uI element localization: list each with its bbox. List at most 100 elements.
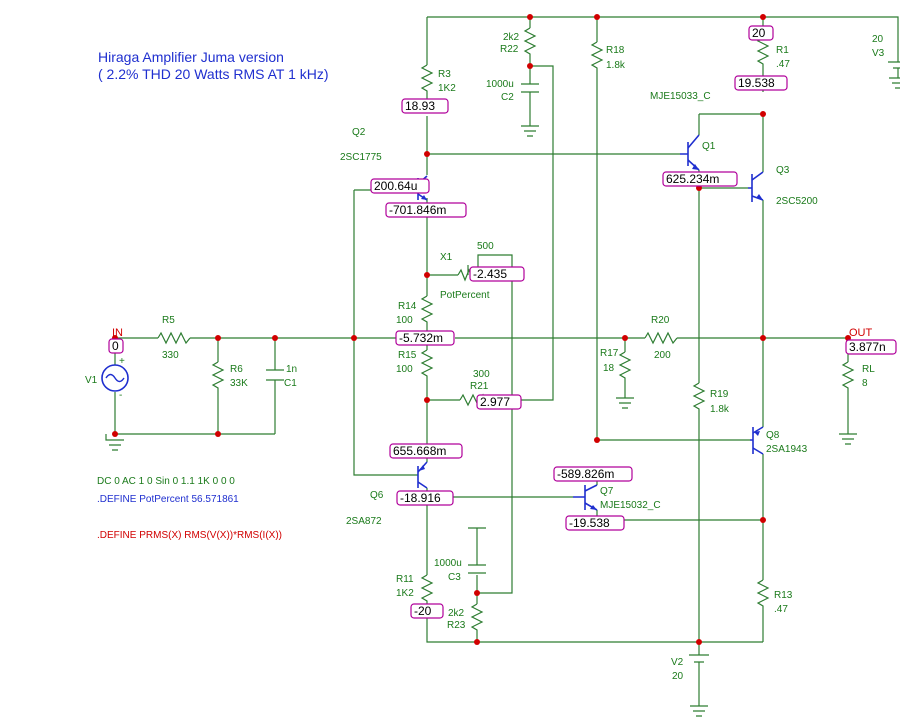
resistor-r22	[523, 27, 537, 60]
v1-source-spec: DC 0 AC 1 0 Sin 0 1.1 1K 0 0 0	[97, 476, 235, 487]
probe-q2-base: 200.64u	[374, 179, 417, 193]
resistor-rl	[841, 361, 855, 392]
rl-value: 8	[862, 378, 868, 389]
rl-ref: RL	[862, 364, 875, 375]
transistor-q6	[417, 461, 428, 489]
probe-v20: 20	[752, 26, 766, 40]
r22-value: 2k2	[503, 32, 520, 43]
v2-value: 20	[672, 671, 684, 682]
resistor-r11	[420, 574, 434, 605]
q6-model: 2SA872	[346, 516, 382, 527]
probe-q7-emitter: -19.538	[569, 516, 610, 530]
r13-ref: R13	[774, 590, 793, 601]
battery-v3	[888, 40, 900, 78]
resistor-r17	[618, 351, 632, 380]
v3-ref: V3	[872, 48, 885, 59]
r11-value: 1K2	[396, 588, 414, 599]
c3-value: 1000u	[434, 558, 462, 569]
r5-value: 330	[162, 350, 179, 361]
c3-ref: C3	[448, 572, 461, 583]
probe-r21: 2.977	[480, 395, 510, 409]
q7-model: MJE15032_C	[600, 500, 661, 511]
r3-ref: R3	[438, 69, 451, 80]
probe-mid: -5.732m	[399, 331, 443, 345]
voltage-probes: 0 20 18.93 19.538 200.64u -701.846m 625.…	[108, 25, 897, 619]
q3-model: 2SC5200	[776, 196, 818, 207]
q2-model: 2SC1775	[340, 152, 382, 163]
c2-ref: C2	[501, 92, 514, 103]
battery-v2	[689, 654, 709, 672]
c2-value: 1000u	[486, 79, 514, 90]
q8-ref: Q8	[766, 430, 780, 441]
probe-pot: -2.435	[473, 267, 507, 281]
probe-q1-base: 625.234m	[666, 172, 719, 186]
q1-model: MJE15033_C	[650, 91, 711, 102]
r19-value: 1.8k	[710, 404, 730, 415]
r15-value: 100	[396, 364, 413, 375]
r20-value: 200	[654, 350, 671, 361]
r21-value: 300	[473, 369, 490, 380]
component-labels: R3 1K2 2k2 R22 1000u C2 R18 1.8k R1 .47 …	[85, 32, 885, 682]
r15-ref: R15	[398, 350, 417, 361]
r17-ref: R17	[600, 348, 619, 359]
ground-symbols	[105, 77, 900, 717]
x1-ref: X1	[440, 252, 453, 263]
r5-ref: R5	[162, 315, 175, 326]
x1-param: PotPercent	[440, 290, 490, 301]
resistors	[157, 27, 855, 632]
probe-q7-base: -589.826m	[557, 467, 614, 481]
v2-ref: V2	[671, 657, 684, 668]
probe-neg20: -20	[414, 604, 432, 618]
q1-ref: Q1	[702, 141, 716, 152]
r13-value: .47	[774, 604, 788, 615]
r21-ref: R21	[470, 381, 489, 392]
define-potpercent: .DEFINE PotPercent 56.571861	[97, 494, 239, 505]
net-label-out: OUT	[849, 327, 873, 339]
q7-ref: Q7	[600, 486, 614, 497]
wires	[114, 16, 899, 706]
x1-value: 500	[477, 241, 494, 252]
r22-ref: R22	[500, 44, 519, 55]
q3-ref: Q3	[776, 165, 790, 176]
probe-in: 0	[112, 339, 119, 353]
r6-value: 33K	[230, 378, 248, 389]
signal-source-v1: + -	[101, 356, 129, 401]
v3-value: 20	[872, 34, 884, 45]
resistor-r23	[470, 603, 484, 632]
probe-q6-collector: -18.916	[400, 491, 441, 505]
r18-value: 1.8k	[606, 60, 626, 71]
q6-ref: Q6	[370, 490, 384, 501]
r1-value: .47	[776, 59, 790, 70]
v1-ref: V1	[85, 375, 98, 386]
resistor-r6	[211, 361, 225, 396]
capacitors	[266, 83, 539, 574]
probe-q2-emitter: -701.846m	[389, 203, 446, 217]
define-prms: .DEFINE PRMS(X) RMS(V(X))*RMS(I(X))	[97, 530, 282, 541]
r20-ref: R20	[651, 315, 670, 326]
probe-out: 3.877n	[849, 340, 886, 354]
q8-model: 2SA1943	[766, 444, 808, 455]
transistor-q1	[680, 134, 700, 171]
resistor-r18	[590, 41, 604, 74]
r14-ref: R14	[398, 301, 417, 312]
r6-ref: R6	[230, 364, 243, 375]
resistor-r5	[157, 331, 191, 345]
svg-text:-: -	[119, 390, 122, 401]
capacitor-c2	[521, 83, 539, 100]
svg-text:+: +	[119, 356, 125, 367]
schematic-title: Hiraga Amplifier Juma version	[98, 49, 284, 65]
resistor-r20	[644, 331, 678, 345]
net-label-in: IN	[112, 327, 123, 339]
capacitor-c1	[266, 369, 284, 388]
c1-value: 1n	[286, 364, 297, 375]
r1-ref: R1	[776, 45, 789, 56]
r18-ref: R18	[606, 45, 625, 56]
q2-ref: Q2	[352, 127, 366, 138]
resistor-r13	[756, 579, 770, 615]
resistor-r14	[420, 295, 434, 330]
r17-value: 18	[603, 363, 615, 374]
resistor-r19	[692, 382, 706, 415]
r19-ref: R19	[710, 389, 729, 400]
capacitor-c3	[468, 564, 486, 574]
transistor-q8	[750, 426, 764, 455]
